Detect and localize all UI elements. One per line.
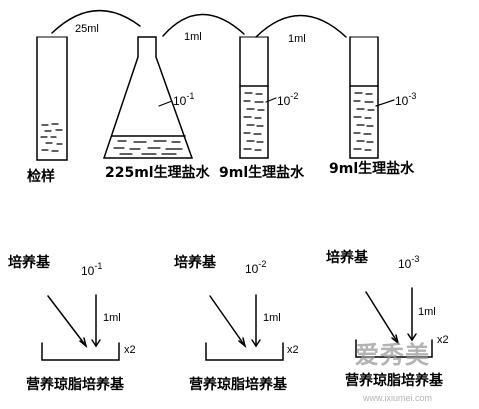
tube-9ml-b: [349, 36, 395, 159]
medium-label-3: 培养基: [326, 250, 368, 266]
transfer-arc-1: [51, 9, 141, 34]
plating-group-3: [355, 287, 433, 358]
transfer-volume-3: 1ml: [288, 33, 306, 45]
plating-dilution-exp-3: -3: [411, 254, 420, 264]
tube-a-dilution-base: 10: [277, 94, 291, 108]
plating-volume-1: 1ml: [103, 312, 121, 324]
tube-a-label: 9ml生理盐水: [219, 165, 305, 181]
tube-a-dilution-exp: -2: [290, 91, 299, 101]
tube-b-label: 9ml生理盐水: [329, 161, 415, 177]
transfer-volume-1: 25ml: [75, 23, 99, 35]
watermark-url: www.ixiumei.com: [363, 393, 433, 403]
plating-dilution-exp-2: -2: [258, 259, 267, 269]
plating-volume-2: 1ml: [263, 312, 281, 324]
flask-dilution-base: 10: [173, 94, 187, 108]
tube-9ml-a: [239, 36, 277, 159]
plating-dilution-base-1: 10: [81, 264, 95, 278]
sample-tube: [36, 36, 68, 161]
plating-dilution-3: 10-3: [398, 254, 420, 271]
transfer-arc-2: [162, 13, 245, 37]
transfer-volume-2: 1ml: [184, 31, 202, 43]
tube-b-dilution-base: 10: [395, 94, 409, 108]
plating-dilution-1: 10-1: [81, 261, 103, 278]
sample-label: 检样: [27, 169, 55, 185]
plating-volume-3: 1ml: [418, 306, 436, 318]
plating-group-1: [41, 294, 120, 361]
plating-group-2: [205, 294, 284, 361]
watermark-logo: 爱秀美: [355, 341, 430, 369]
medium-label-1: 培养基: [8, 255, 50, 271]
replicates-2: x2: [287, 344, 299, 356]
plating-dilution-exp-1: -1: [94, 261, 103, 271]
tube-b-dilution-exp: -3: [408, 91, 417, 101]
plating-dilution-base-2: 10: [245, 262, 259, 276]
flask-225ml: [102, 36, 194, 159]
plating-dilution-2: 10-2: [245, 259, 267, 276]
dish-label-3: 营养琼脂培养基: [345, 373, 443, 389]
tube-b-dilution-label: 10-3: [395, 91, 417, 108]
dish-label-2: 营养琼脂培养基: [189, 377, 287, 393]
dish-label-1: 营养琼脂培养基: [26, 377, 124, 393]
tube-a-dilution-label: 10-2: [277, 91, 299, 108]
transfer-arc-3: [255, 14, 347, 38]
replicates-3: x2: [437, 334, 449, 346]
flask-dilution-label: 10-1: [173, 91, 195, 108]
replicates-1: x2: [124, 344, 136, 356]
flask-label: 225ml生理盐水: [105, 165, 210, 181]
medium-label-2: 培养基: [174, 255, 216, 271]
flask-dilution-exp: -1: [186, 91, 195, 101]
plating-dilution-base-3: 10: [398, 257, 412, 271]
